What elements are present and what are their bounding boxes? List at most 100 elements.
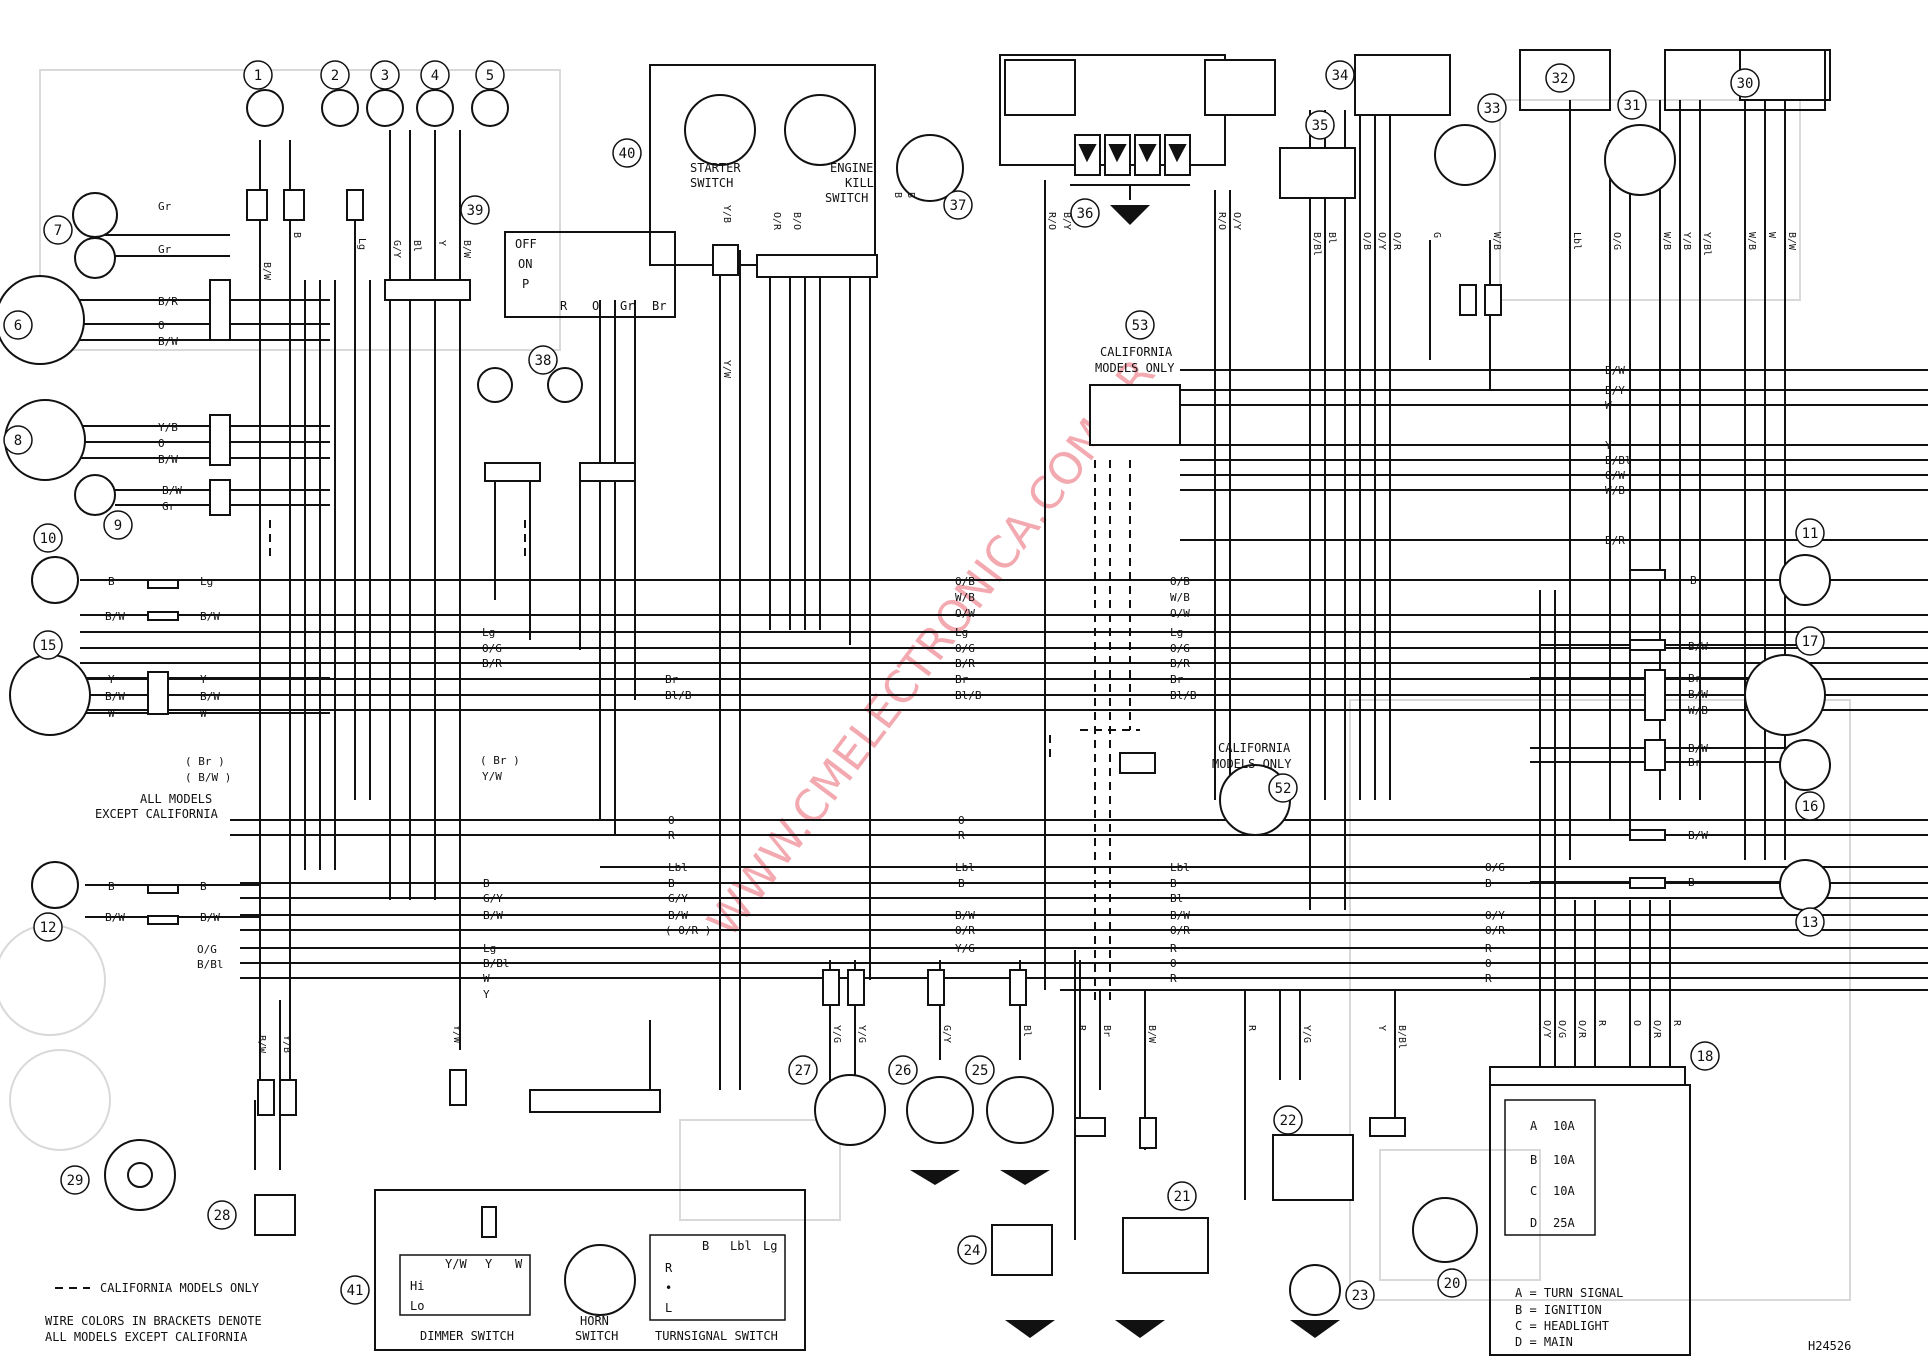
badge-text: 10 [40, 531, 57, 547]
bus-label: Y [483, 988, 490, 1001]
bus-label: W/B [1170, 591, 1190, 604]
badge-text: 21 [1174, 1189, 1191, 1205]
ign-col-r: R [560, 299, 568, 313]
fuse-b-rating: 10A [1553, 1153, 1575, 1167]
badge-text: 38 [535, 353, 552, 369]
fuse-a-letter: A [1530, 1119, 1538, 1133]
wire-label: Gr [158, 200, 172, 213]
bus-label: W [483, 972, 490, 985]
wire-label: B/Bl [197, 958, 224, 971]
bus-labels-lower-right: Lbl B Bl B/W O/R R O R [1170, 861, 1190, 985]
bus-label: G/Y [668, 892, 688, 905]
vtag: O/R [1391, 232, 1402, 251]
ts-col-b: B [702, 1239, 709, 1253]
badge-13 [1795, 907, 1825, 937]
fuse-d-rating: 25A [1553, 1216, 1575, 1230]
dim-col-yw: Y/W [445, 1257, 467, 1271]
bus-label: O/B [1170, 575, 1190, 588]
vtag: W/B [1491, 232, 1502, 250]
badge-text: 4 [431, 68, 439, 84]
badge-26 [888, 1055, 918, 1085]
wire-label: Br [1688, 756, 1702, 769]
vtag: W/B [1746, 232, 1757, 250]
badge-text: 17 [1802, 634, 1819, 650]
badge-40 [612, 138, 642, 168]
kill-label-3: SWITCH [825, 191, 868, 205]
badge-text: 2 [331, 68, 339, 84]
bus-label: R [958, 829, 965, 842]
bus-label: B/Y [1605, 384, 1625, 397]
bus-label: Bl/B [665, 689, 692, 702]
bus-label: B/W [668, 909, 688, 922]
bus-label: Bl [1170, 892, 1183, 905]
vtag: Lg [356, 238, 367, 250]
vtag: Bl [411, 240, 422, 252]
wire-label: B/W [1688, 640, 1708, 653]
vtag: Y/Bl [1701, 232, 1712, 256]
dimmer-label: DIMMER SWITCH [420, 1329, 514, 1343]
component-shapes [0, 89, 1831, 1316]
bus-label: R [668, 829, 675, 842]
bus-label: B [1485, 877, 1492, 890]
wire-label: B/W [1688, 688, 1708, 701]
bus-labels-lower-mid: B G/Y B/W Lg B/Bl W Y Lbl B G/Y B/W ( O/… [483, 861, 711, 1001]
vtag: Bl [1021, 1025, 1032, 1037]
bus-label: B/W [1170, 909, 1190, 922]
badge-31 [1617, 90, 1647, 120]
badge-52 [1268, 773, 1298, 803]
vtag: B/Bl [1311, 232, 1322, 256]
vtag: B/W [1786, 232, 1797, 251]
all-models-label-1: ALL MODELS [140, 792, 212, 806]
kill-label-1: ENGINE [830, 161, 873, 175]
bus-labels-right-lower: O/G B O/Y O/R R O R [1485, 861, 1505, 985]
bus-label: B/R [482, 657, 502, 670]
california-53-label-1: CALIFORNIA [1100, 345, 1173, 359]
vtag: Y [1376, 1025, 1387, 1031]
bus-label: O/W [1605, 469, 1625, 482]
badge-27 [788, 1055, 818, 1085]
fuse-key-a: A = TURN SIGNAL [1515, 1286, 1623, 1300]
badge-text: 5 [486, 68, 494, 84]
california-52-label-2: MODELS ONLY [1212, 757, 1292, 771]
badge-text: 53 [1132, 318, 1149, 334]
vtag: B/W [461, 240, 472, 259]
badge-text: 23 [1352, 1288, 1369, 1304]
ign-row-p: P [522, 277, 529, 291]
connector-blocks [147, 54, 1686, 1276]
badge-text: 9 [114, 518, 122, 534]
badge-text: 18 [1697, 1049, 1714, 1065]
badge-text: 52 [1275, 781, 1292, 797]
badge-text: 20 [1444, 1276, 1461, 1292]
ground-symbols [910, 205, 1340, 1338]
bus-label: O/G [1485, 861, 1505, 874]
badge-text: 33 [1484, 101, 1501, 117]
bus-label: ( O/R ) [665, 924, 711, 937]
badge-text: 25 [972, 1063, 989, 1079]
ts-row-l: L [665, 1301, 672, 1315]
bus-label: O [1485, 957, 1492, 970]
wire-label: Br [1688, 672, 1702, 685]
wire-label: O [158, 437, 165, 450]
bus-label: W/B [1605, 484, 1625, 497]
all-models-label-2: EXCEPT CALIFORNIA [95, 807, 219, 821]
badge-32 [1545, 63, 1575, 93]
bus-label: B/R [955, 657, 975, 670]
bus-label: Bl/B [955, 689, 982, 702]
ign-col-o: O [592, 299, 599, 313]
vtag: O/Y [1541, 1020, 1552, 1038]
bus-label: O [668, 814, 675, 827]
badge-24 [957, 1235, 987, 1265]
vtag: Br [1101, 1025, 1112, 1037]
bus-labels-lower-left: O R Lbl B B/W O/R Y/G [955, 814, 975, 955]
wire-label: Gr [162, 500, 176, 513]
badge-8 [3, 425, 33, 455]
badge-text: 34 [1332, 68, 1349, 84]
badge-2 [320, 60, 350, 90]
bus-label: Lbl [668, 861, 688, 874]
badge-33 [1477, 93, 1507, 123]
vtag: Y [436, 240, 447, 246]
bus-label: B/W [1605, 364, 1625, 377]
vtag: B/W [256, 1035, 267, 1054]
badge-30 [1730, 68, 1760, 98]
